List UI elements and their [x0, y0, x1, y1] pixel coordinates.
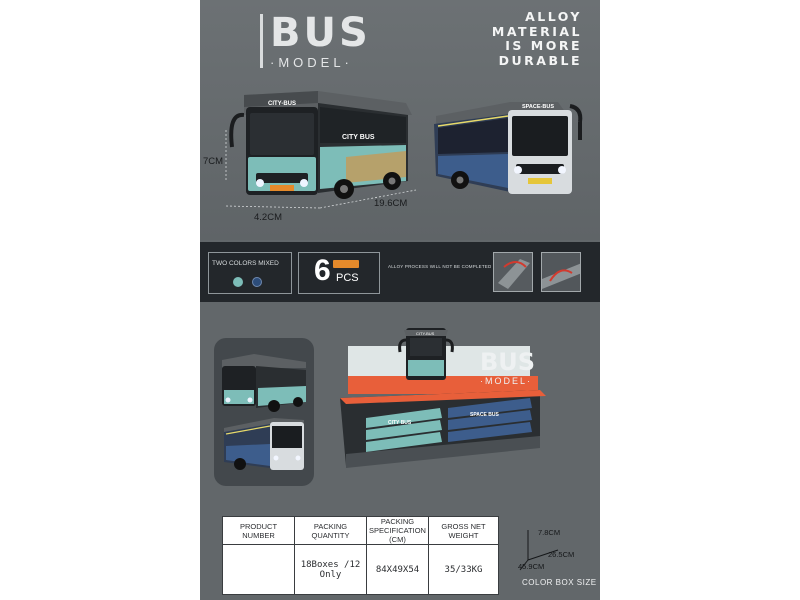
dimension-guides: [225, 130, 417, 209]
door-detail-image: [494, 253, 532, 291]
header-packing-spec: PACKING SPECIFICATION (CM): [366, 516, 429, 545]
display-subtitle: ·MODEL·: [480, 376, 532, 386]
navy-swatch: [252, 277, 262, 287]
tagline: ALLOY MATERIAL IS MORE DURABLE: [491, 9, 582, 68]
colors-box: [208, 252, 292, 294]
display-box-illustration: CITY-BUS BUS ·MODEL· CITY BUS SPACE BUS: [340, 328, 546, 468]
brand-title: BUS: [270, 10, 371, 56]
tagline-line-3: IS MORE: [505, 38, 582, 53]
value-packing-spec: 84X49X54: [366, 544, 429, 595]
tray-city-label: CITY BUS: [388, 420, 412, 426]
value-packing-quantity: 18Boxes /12 Only: [294, 544, 367, 595]
header-weight: GROSS NET WEIGHT: [428, 516, 499, 545]
box-height: 7.8CM: [538, 528, 561, 537]
height-dimension: 7CM: [203, 156, 224, 167]
bus-variants-panel: [214, 338, 314, 486]
box-depth: 26.5CM: [548, 550, 575, 559]
table-row: 18Boxes /12 Only 84X49X54 35/33KG: [222, 544, 499, 595]
space-bus-illustration: SPACE-BUS: [434, 102, 583, 194]
product-poster: BUS ·MODEL· ALLOY MATERIAL IS MORE DURAB…: [200, 0, 600, 600]
value-product-number: [222, 544, 295, 595]
alloy-note: ALLOY PROCESS WILL NOT BE COMPLETED: [388, 264, 492, 269]
teal-swatch: [233, 277, 243, 287]
header-product-number: PRODUCT NUMBER: [222, 516, 295, 545]
spec-table: PRODUCT NUMBER PACKING QUANTITY PACKING …: [222, 516, 499, 595]
city-bus-illustration: CITY-BUS CITY BUS: [229, 91, 412, 199]
roof-detail-image: [542, 253, 580, 291]
tagline-line-2: MATERIAL: [491, 23, 582, 39]
door-detail-thumb: [493, 252, 533, 292]
colors-label: TWO COLORS MIXED: [212, 260, 279, 267]
tray-space-label: SPACE BUS: [470, 412, 499, 418]
city-bus-roof-label: CITY-BUS: [268, 101, 296, 107]
pcs-box: [298, 252, 380, 294]
roof-detail-thumb: [541, 252, 581, 292]
box-length: 45.9CM: [518, 562, 545, 571]
tagline-line-4: DURABLE: [498, 52, 582, 68]
pcs-number: 6: [314, 254, 331, 287]
feature-band: TWO COLORS MIXED 6 PCS ALLOY PROCESS WIL…: [200, 242, 600, 302]
space-bus-roof-label: SPACE-BUS: [522, 104, 554, 110]
brand-subtitle: ·MODEL·: [270, 55, 353, 70]
value-weight: 35/33KG: [428, 544, 499, 595]
pcs-tag: [333, 260, 359, 268]
box-size-label: COLOR BOX SIZE: [522, 578, 597, 587]
length-dimension: 19.6CM: [374, 198, 408, 209]
header-packing-quantity: PACKING QUANTITY: [294, 516, 367, 545]
display-brand: BUS: [480, 348, 535, 376]
box-size-axes: [519, 530, 559, 571]
tagline-line-1: ALLOY: [525, 9, 582, 24]
bus-variants-image: [222, 354, 306, 470]
svg-text:CITY-BUS: CITY-BUS: [416, 331, 435, 336]
city-bus-side-label: CITY BUS: [342, 134, 375, 141]
width-dimension: 4.2CM: [254, 212, 282, 223]
pcs-unit: PCS: [336, 272, 359, 284]
table-header-row: PRODUCT NUMBER PACKING QUANTITY PACKING …: [222, 516, 499, 545]
brand-divider: [260, 14, 263, 68]
hero-section: BUS ·MODEL· ALLOY MATERIAL IS MORE DURAB…: [200, 0, 600, 240]
